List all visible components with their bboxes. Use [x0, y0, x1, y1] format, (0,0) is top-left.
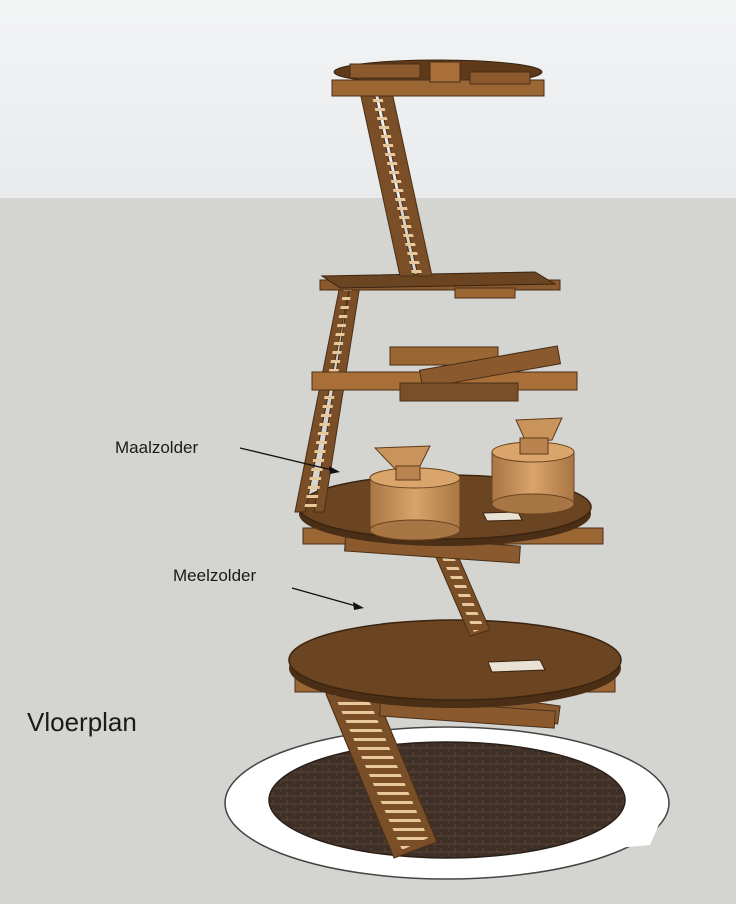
foundation-plan [224, 726, 670, 880]
cap-floor [331, 59, 545, 97]
beam-level [311, 345, 578, 402]
arrow-meelzolder [291, 587, 364, 610]
millstone-right [491, 417, 575, 515]
maalzolder-label: Maalzolder [115, 438, 199, 457]
meelzolder-floor [288, 619, 622, 729]
vloerplan-label: Vloerplan [27, 707, 137, 737]
meelzolder-label: Meelzolder [173, 566, 257, 585]
millstone-left [369, 445, 461, 541]
ladder-top [359, 91, 433, 277]
upper-floor [319, 271, 561, 299]
ladder-maalzolder [294, 284, 361, 513]
arrow-maalzolder [239, 447, 340, 474]
